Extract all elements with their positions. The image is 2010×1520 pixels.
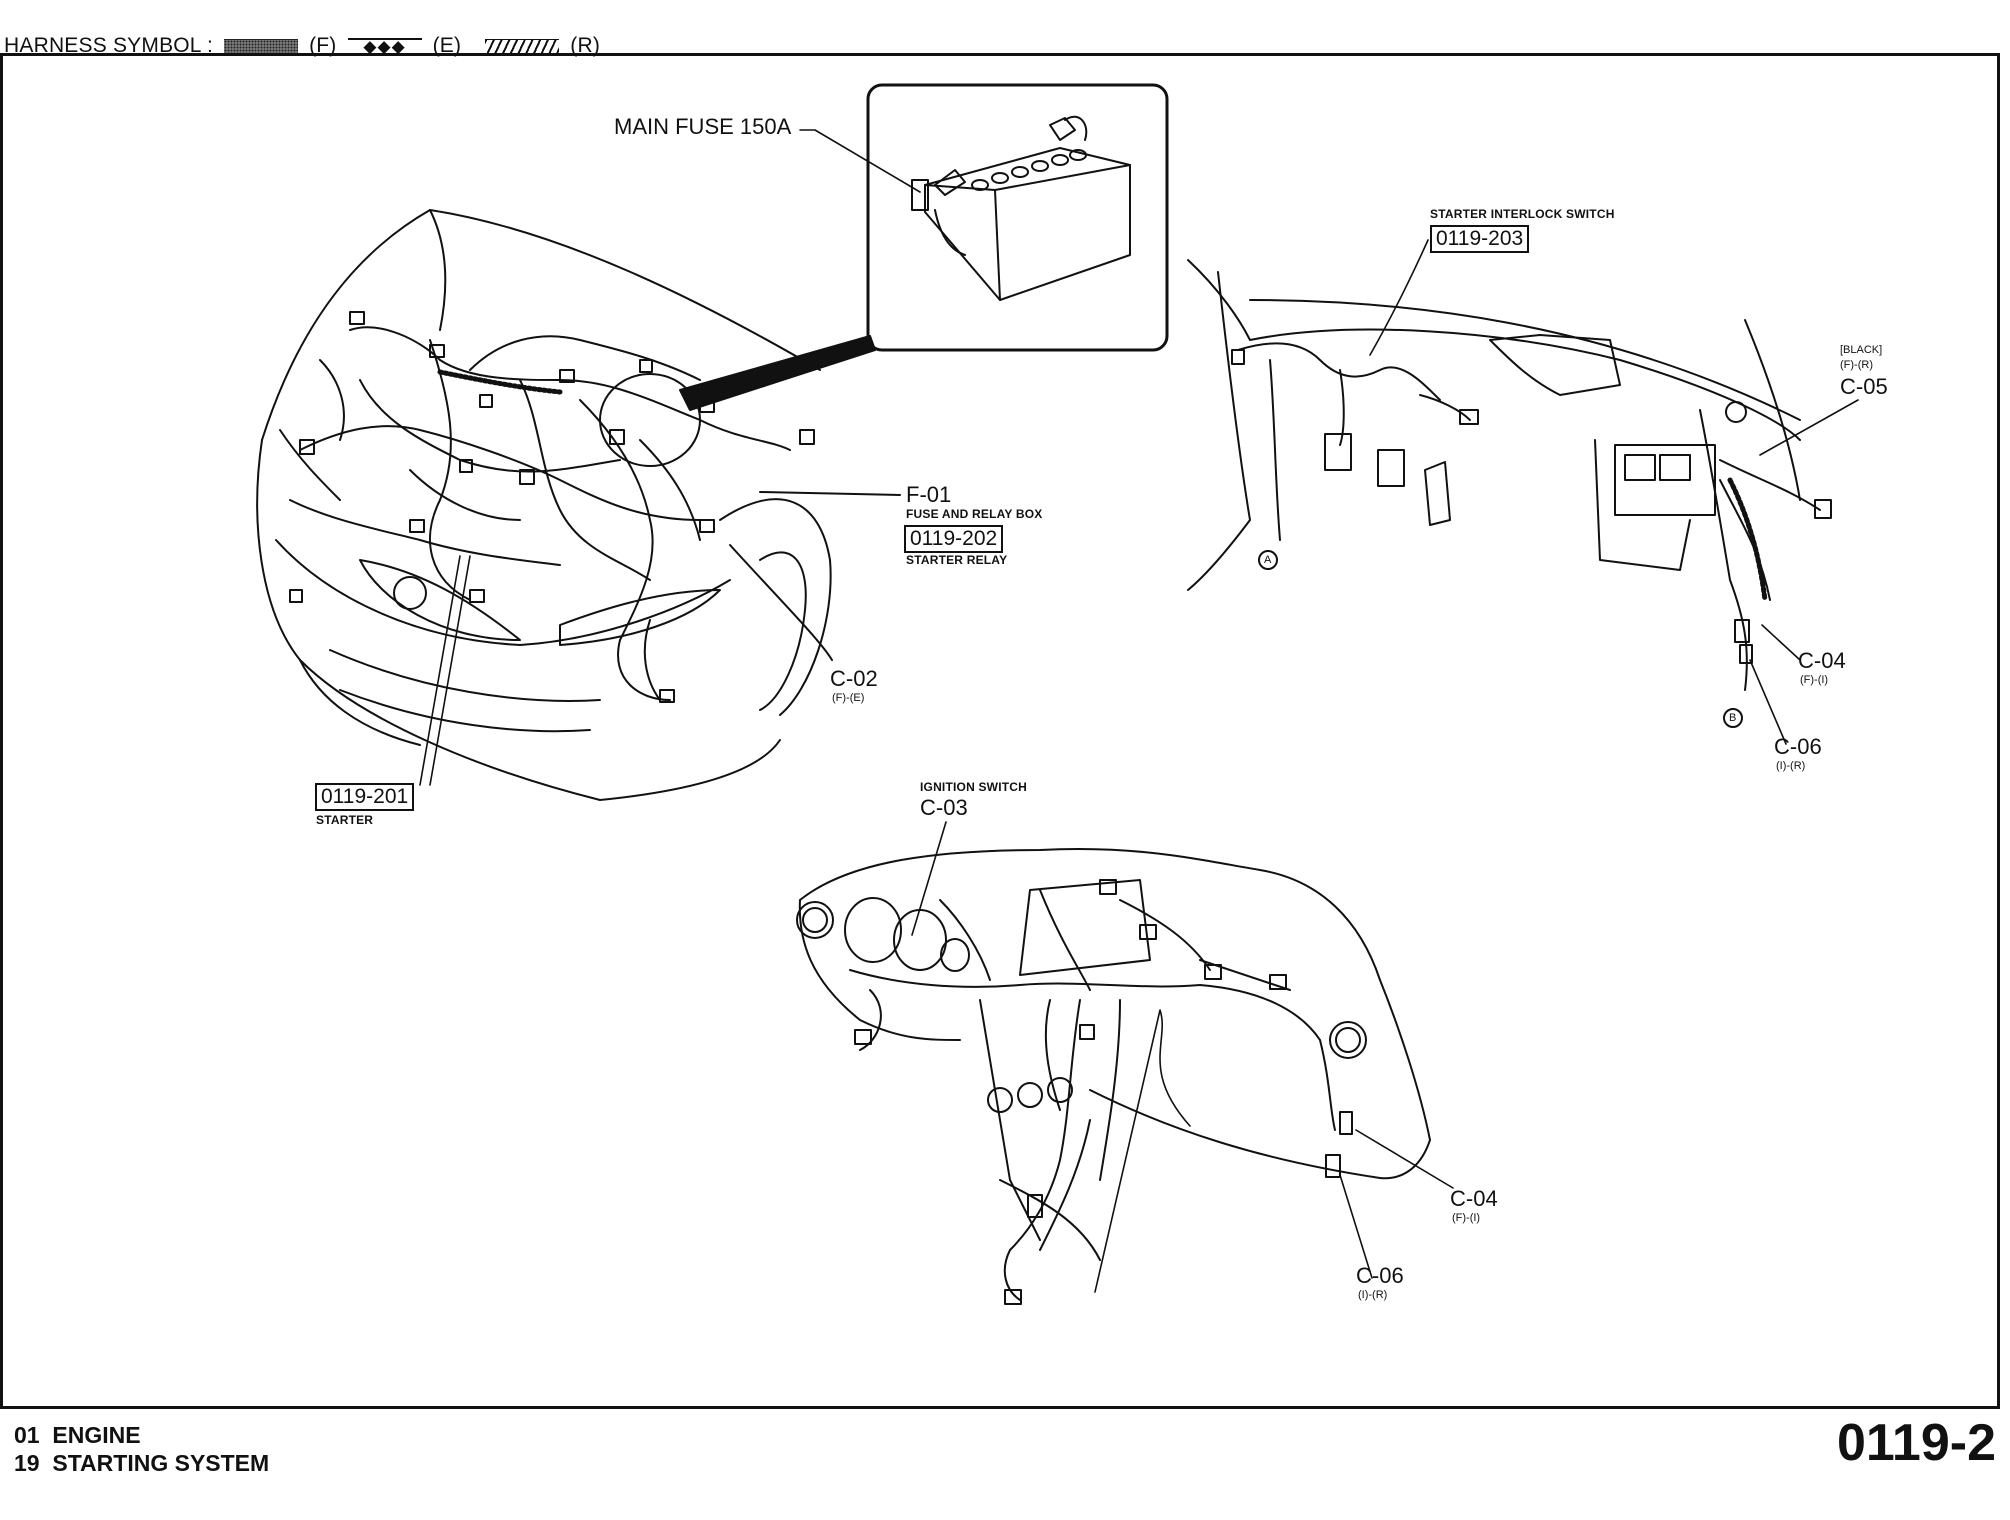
c05-connector-label: C-05 bbox=[1840, 374, 1888, 399]
c04-bottom-harness-sub: (F)-(I) bbox=[1452, 1212, 1481, 1224]
c02-harness-sub: (F)-(E) bbox=[832, 692, 865, 704]
starter-relay-label: STARTER RELAY bbox=[906, 553, 1008, 567]
legend-f-label: (F) bbox=[309, 34, 337, 58]
instrument-panel-illustration bbox=[796, 821, 1454, 1305]
starter-label: STARTER bbox=[316, 813, 374, 827]
c02-connector-label: C-02 bbox=[830, 666, 878, 691]
engine-bay-illustration bbox=[256, 209, 901, 801]
interlock-switch-label: STARTER INTERLOCK SWITCH bbox=[1430, 207, 1615, 221]
battery-inset bbox=[799, 83, 1169, 352]
c06-bottom-harness-sub: (I)-(R) bbox=[1358, 1289, 1388, 1301]
c06-right-connector-label: C-06 bbox=[1774, 734, 1822, 759]
c04-right-connector-label: C-04 bbox=[1798, 648, 1846, 673]
footer-line2-number: 19 bbox=[14, 1450, 40, 1476]
ref-0119-203-box: 0119-203 bbox=[1430, 225, 1530, 254]
c04-right-harness-sub: (F)-(I) bbox=[1800, 674, 1829, 686]
ref-0119-201-box: 0119-201 bbox=[315, 783, 415, 812]
footer-line1-number: 01 bbox=[14, 1422, 40, 1448]
page-number: 0119-2 bbox=[1836, 1414, 1996, 1472]
fuse-relay-box-label: FUSE AND RELAY BOX bbox=[906, 507, 1043, 521]
c04-bottom-connector-label: C-04 bbox=[1450, 1186, 1498, 1211]
marker-a: A bbox=[1264, 554, 1272, 566]
main-fuse-label: MAIN FUSE 150A bbox=[614, 114, 792, 139]
footer-line1-text: ENGINE bbox=[52, 1422, 141, 1448]
pedal-area-illustration bbox=[1187, 239, 1859, 745]
f01-connector-label: F-01 bbox=[906, 482, 952, 507]
footer-section-line-2: 19 STARTING SYSTEM bbox=[14, 1452, 269, 1475]
footer-section-line-1: 01 ENGINE bbox=[14, 1424, 141, 1447]
c06-bottom-connector-label: C-06 bbox=[1356, 1263, 1404, 1288]
diagram-frame bbox=[0, 53, 2000, 1409]
marker-b: B bbox=[1729, 712, 1737, 724]
black-connector-note: [BLACK] bbox=[1840, 344, 1883, 356]
ref-0119-202-box: 0119-202 bbox=[904, 525, 1004, 554]
ignition-switch-label: IGNITION SWITCH bbox=[920, 780, 1027, 794]
footer-line2-text: STARTING SYSTEM bbox=[52, 1450, 270, 1476]
c06-right-harness-sub: (I)-(R) bbox=[1776, 760, 1806, 772]
legend-r-label: (R) bbox=[570, 34, 601, 58]
legend-e-label: (E) bbox=[432, 34, 462, 58]
legend-prefix: HARNESS SYMBOL : bbox=[4, 34, 213, 58]
c03-connector-label: C-03 bbox=[920, 795, 968, 820]
c05-harness-sub: (F)-(R) bbox=[1840, 359, 1873, 371]
